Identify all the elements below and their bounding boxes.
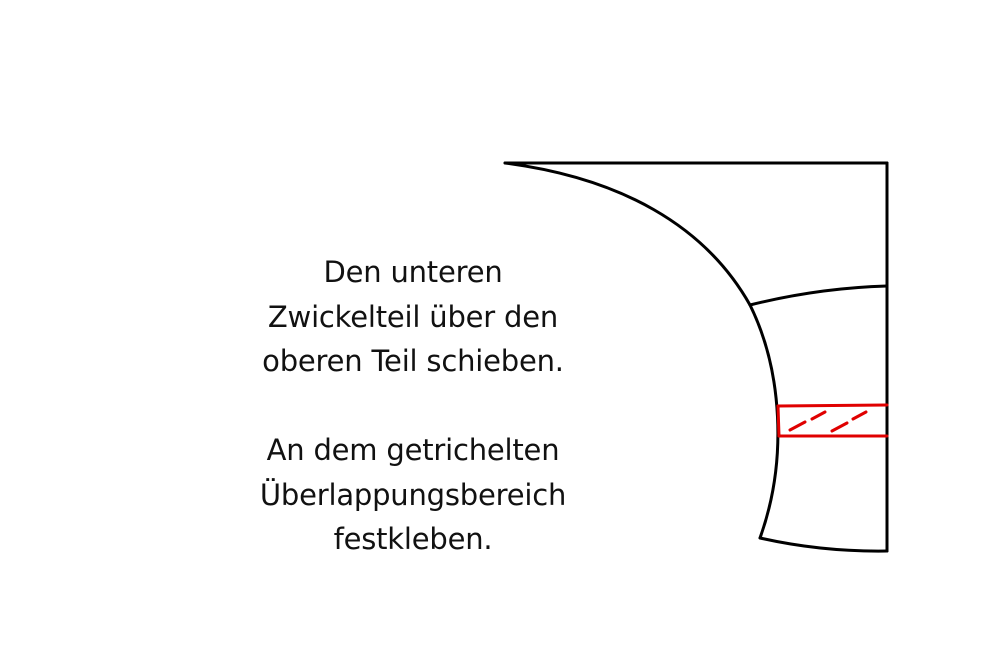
overlap-zone xyxy=(776,403,889,438)
overlap-hatch-dash xyxy=(810,410,827,421)
instruction-line: Den unteren xyxy=(323,255,503,289)
overlap-hatch-dash xyxy=(830,421,849,433)
instruction-line: Zwickelteil über den xyxy=(267,299,559,334)
instruction-step-1: Den unteren Zwickelteil über den oberen … xyxy=(213,250,613,384)
upper-piece-curved-edge xyxy=(503,161,752,307)
lower-piece-bottom-edge xyxy=(758,536,889,553)
overlap-top-line xyxy=(776,403,889,408)
overlap-left-edge xyxy=(776,404,781,438)
instruction-line: Überlappungsbereich xyxy=(259,477,567,512)
instruction-line: oberen Teil schieben. xyxy=(262,344,564,378)
instruction-text: Den unteren Zwickelteil über den oberen … xyxy=(213,250,613,562)
upper-gusset-piece xyxy=(503,161,889,553)
instruction-step-2: An dem getrichelten Überlappungsbereich … xyxy=(213,428,613,562)
overlap-hatch-dash xyxy=(788,420,807,432)
lower-piece-curved-edge xyxy=(748,303,780,540)
instruction-line: festkleben. xyxy=(333,522,493,556)
lower-piece-top-edge xyxy=(748,284,889,307)
lower-gusset-piece xyxy=(748,284,889,553)
instruction-line: An dem getrichelten xyxy=(266,433,560,467)
overlap-hatch-dash xyxy=(851,410,868,421)
